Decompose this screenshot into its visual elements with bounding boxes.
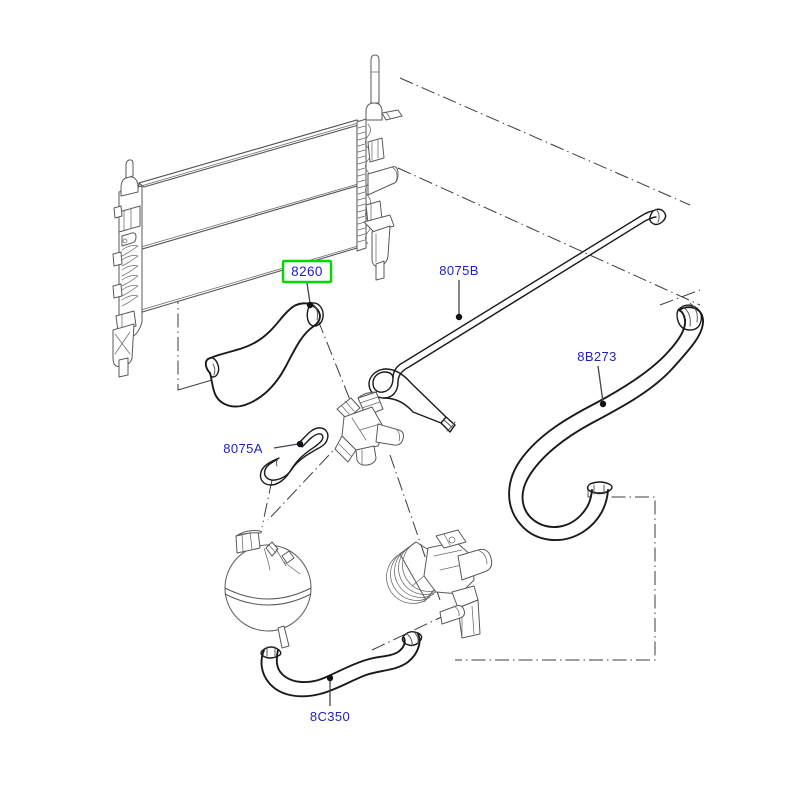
leader-dot-8B273 [599, 400, 607, 408]
water-pump [386, 529, 493, 639]
leader-dot-8075B [455, 313, 463, 321]
label-8C350: 8C350 [310, 709, 350, 724]
leader-dot-8C350 [326, 674, 334, 682]
label-8260: 8260 [291, 264, 323, 279]
leader-8B273 [597, 365, 604, 403]
radiator-assembly [112, 54, 403, 378]
highlight-box-8260 [281, 259, 333, 284]
label-8C350-group[interactable]: 8C350 [310, 674, 350, 724]
expansion-tank [224, 530, 312, 649]
label-8075B-group[interactable]: 8075B [439, 263, 479, 321]
label-8B273: 8B273 [577, 349, 617, 364]
label-8B273-group[interactable]: 8B273 [577, 349, 617, 408]
radiator-right-tank [356, 54, 403, 281]
upper-radiator-hose [204, 302, 324, 408]
water-pump-hose [260, 630, 423, 698]
tee-connector [334, 391, 404, 466]
label-8260-group[interactable]: 8260 [281, 259, 333, 309]
short-bleed-hose [259, 427, 329, 486]
lower-radiator-hose [508, 302, 704, 541]
leader-8075A [273, 443, 299, 449]
leader-dot-8260 [306, 301, 314, 309]
leader-dot-8075A [296, 440, 304, 448]
label-8075B: 8075B [439, 263, 479, 278]
long-bleed-tube [368, 208, 667, 433]
label-8075A: 8075A [223, 441, 263, 456]
radiator-left-tank [112, 159, 143, 378]
label-8075A-group[interactable]: 8075A [223, 440, 304, 456]
leader-8260 [306, 282, 311, 304]
